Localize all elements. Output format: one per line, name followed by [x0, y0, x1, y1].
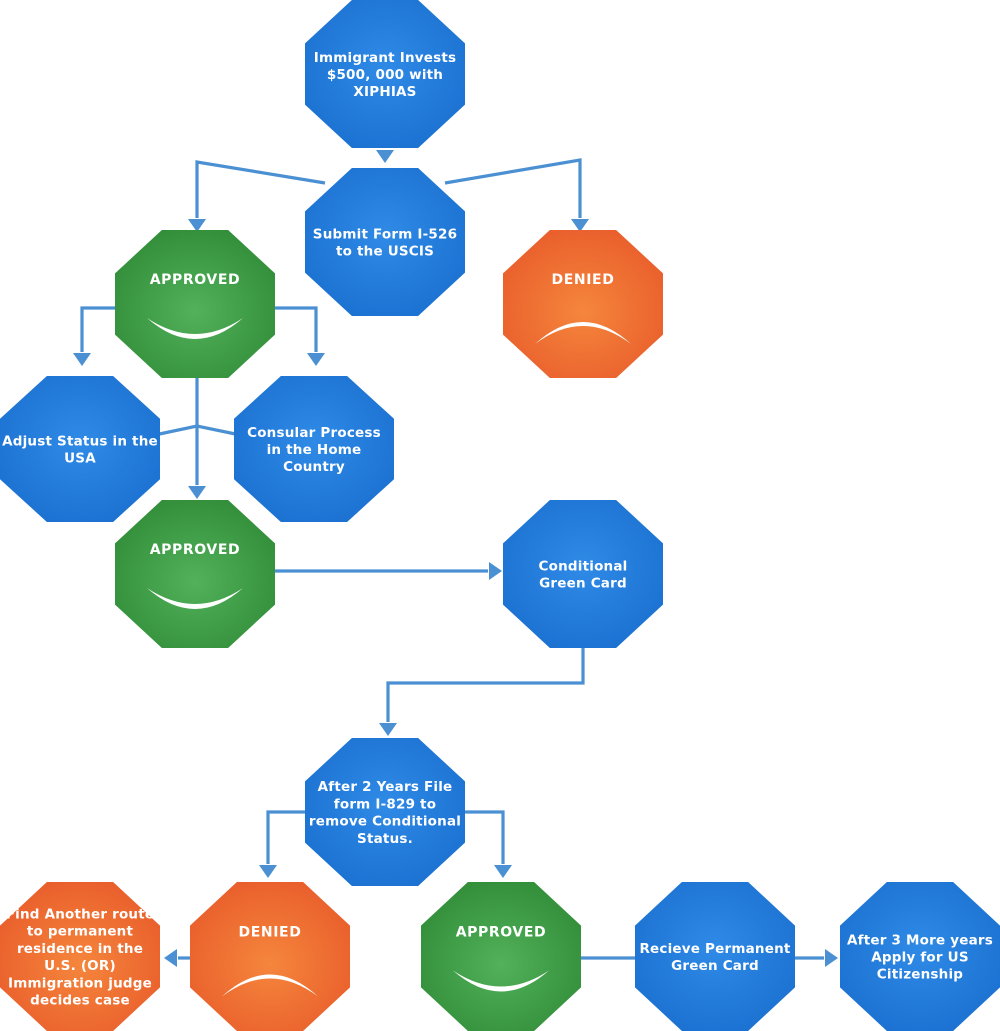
octagon-shape [305, 168, 465, 316]
node-label-line: Immigration judge [8, 975, 152, 991]
node-label-line: in the Home [267, 442, 362, 458]
frown-icon [535, 322, 631, 344]
node-label-line: APPROVED [456, 925, 546, 941]
node-label-line: After 3 More years [847, 932, 993, 948]
arrow-permanent-to-citizenship [825, 949, 838, 967]
arrow-denied-2-to-another-route [164, 949, 177, 967]
arrow-approved-2-to-conditional [489, 562, 502, 580]
smile-icon [147, 588, 243, 609]
connector-adjust-consular-cross [149, 424, 246, 438]
arrow-approved-1-to-adjust [73, 353, 91, 366]
node-label-line: decides case [30, 993, 130, 1009]
smile-icon [147, 318, 243, 339]
node-label-line: Recieve Permanent [639, 941, 790, 957]
node-label-line: XIPHIAS [353, 84, 416, 100]
arrow-i829-to-denied-2 [259, 865, 277, 878]
node-approved-3: APPROVED [421, 882, 581, 1031]
arrow-invest-to-submit [376, 150, 394, 163]
arrow-conditional-to-i829 [379, 723, 397, 736]
octagon-shape [305, 738, 465, 886]
node-approved-2: APPROVED [115, 500, 275, 648]
node-label-line: Adjust Status in the [2, 433, 158, 449]
connector-submit-to-denied-1 [444, 158, 582, 218]
octagon-shape [305, 0, 465, 148]
arrow-approved-1-to-approved-2 [188, 486, 206, 499]
octagon-shape [0, 376, 160, 522]
node-approved-1: APPROVED [115, 230, 275, 378]
node-submit-i526: Submit Form I-526 to the USCIS [305, 168, 465, 316]
arrow-approved-1-to-consular [307, 353, 325, 366]
arrow-submit-to-approved-1 [188, 219, 206, 232]
node-label-line: Green Card [539, 576, 627, 592]
node-label-line: DENIED [239, 925, 302, 941]
node-label-line: Find Another route [6, 907, 155, 923]
octagon-shape [190, 882, 350, 1031]
node-label-line: $500, 000 with [327, 67, 443, 83]
node-label-line: Immigrant Invests [314, 50, 457, 66]
node-label-line: Status. [357, 831, 413, 847]
octagon-shape [234, 376, 394, 522]
frown-icon [222, 974, 318, 997]
arrow-i829-to-approved-3 [494, 865, 512, 878]
smile-icon [453, 970, 549, 992]
node-label-line: After 2 Years File [318, 779, 453, 795]
octagon-shape [503, 230, 663, 378]
node-label-line: Green Card [671, 958, 759, 974]
node-label-line: to permanent [27, 924, 134, 940]
node-label-line: Citizenship [877, 967, 964, 983]
node-label-line: Apply for US [871, 950, 969, 966]
octagon-shape [503, 500, 663, 648]
node-label-line: residence in the [17, 941, 143, 957]
node-label-line: APPROVED [150, 272, 240, 288]
node-label-line: APPROVED [150, 542, 240, 558]
node-label-line: to the USCIS [336, 244, 434, 260]
octagon-shape [115, 500, 275, 648]
arrow-submit-to-denied-1 [571, 219, 589, 232]
node-label-line: form I-829 to [334, 796, 436, 812]
node-label-line: remove Conditional [309, 814, 461, 830]
octagon-shape [840, 882, 1000, 1031]
node-label-line: Consular Process [247, 425, 381, 441]
connector-conditional-to-i829 [386, 645, 585, 722]
octagon-shape [635, 882, 795, 1031]
node-label-line: DENIED [552, 272, 615, 288]
node-label-line: Submit Form I-526 [313, 226, 457, 242]
node-label-line: Country [283, 459, 345, 475]
node-denied-1: DENIED [503, 230, 663, 378]
connector-submit-to-approved-1 [195, 160, 326, 218]
node-label-line: U.S. (OR) [44, 958, 116, 974]
octagon-shape [115, 230, 275, 378]
octagon-shape [421, 882, 581, 1031]
octagon-shape [0, 882, 160, 1031]
node-label-line: USA [64, 451, 96, 467]
node-denied-2: DENIED [190, 882, 350, 1031]
node-label-line: Conditional [539, 558, 628, 574]
